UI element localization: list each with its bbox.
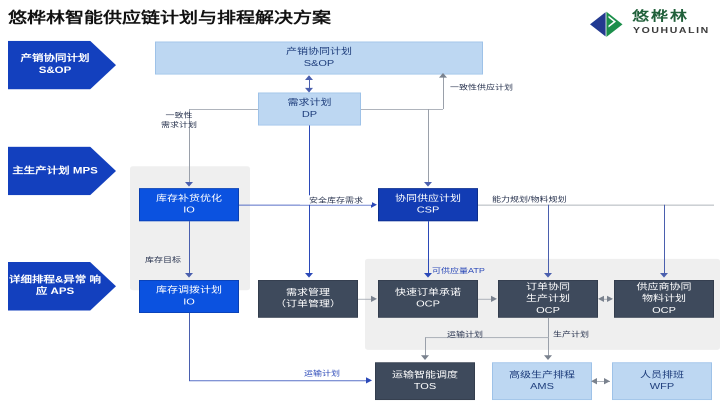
edge-supply-riser bbox=[443, 75, 444, 110]
edge-alloc-drop bbox=[189, 312, 190, 381]
edge-io-to-csp bbox=[239, 204, 372, 206]
node-dp[interactable]: 需求计划 DP bbox=[258, 92, 361, 126]
node-ocp-production-plan[interactable]: 订单协同 生产计划 OCP bbox=[498, 280, 598, 318]
arrow-dp-to-csp-icon bbox=[424, 181, 432, 187]
arrow-transport-plan-left-icon bbox=[366, 377, 372, 384]
arrow-ams-to-wfp-icon bbox=[604, 378, 610, 385]
edge-dp-right bbox=[361, 109, 443, 110]
node-wfp[interactable]: 人员排班 WFP bbox=[612, 362, 712, 401]
arrow-sop-up-icon bbox=[305, 75, 313, 81]
arrow-consistent-supply-up-icon bbox=[439, 72, 447, 78]
edge-ocp-order-to-prod bbox=[478, 298, 492, 300]
arrow-ocp-order-to-prod-icon bbox=[491, 295, 497, 302]
arrow-prod-to-supplier-icon bbox=[607, 295, 613, 302]
edge-capacity-to-supplier bbox=[664, 204, 665, 275]
arrow-production-plan-icon bbox=[544, 355, 552, 361]
band-mps[interactable]: 主生产计划 MPS bbox=[8, 146, 116, 196]
edge-io-replen-to-alloc bbox=[189, 221, 190, 275]
node-ocp-order-commitment[interactable]: 快速订单承诺 OCP bbox=[378, 280, 478, 318]
arrow-dp-down-icon bbox=[305, 87, 313, 93]
edge-label-inventory-target: 库存目标 bbox=[137, 254, 189, 265]
arrow-demand-to-ocp-order-icon bbox=[371, 295, 377, 302]
edge-label-transport-plan-left: 运输计划 bbox=[303, 369, 340, 378]
edge-label-transport-plan-top: 运输计划 bbox=[446, 330, 483, 339]
logo-english-text: YOUHUALIN bbox=[633, 25, 710, 36]
edge-dp-left bbox=[189, 109, 258, 110]
arrow-capacity-to-prod-icon bbox=[544, 272, 552, 278]
edge-demand-to-ocp-order bbox=[358, 298, 372, 300]
edge-label-production-plan: 生产计划 bbox=[553, 330, 590, 339]
node-csp[interactable]: 协同供应计划 CSP bbox=[378, 188, 478, 222]
edge-prod-rail bbox=[425, 337, 548, 339]
edge-demand-drop bbox=[189, 109, 190, 184]
logo-chinese-text: 悠桦林 bbox=[632, 8, 689, 24]
node-tos[interactable]: 运输智能调度 TOS bbox=[375, 362, 475, 401]
edge-csp-capacity-rail bbox=[478, 204, 714, 206]
band-sop[interactable]: 产销协同计划 S&OP bbox=[8, 40, 116, 90]
edge-rail-to-ams bbox=[548, 337, 549, 357]
arrow-wfp-to-ams-icon bbox=[591, 378, 597, 385]
edge-sop-dp bbox=[309, 76, 310, 92]
edge-alloc-to-tos bbox=[189, 380, 367, 382]
edge-prod-down bbox=[548, 317, 549, 338]
arrow-safety-stock-icon bbox=[371, 201, 377, 208]
arrow-transport-plan-top-icon bbox=[421, 355, 429, 361]
node-io-allocation[interactable]: 库存调拨计划 IO bbox=[139, 280, 239, 313]
edge-label-capacity-material: 能力规划/物料规划 bbox=[492, 195, 567, 204]
edge-label-consistent-supply: 一致性供应计划 bbox=[450, 83, 514, 91]
band-aps[interactable]: 详细排程&异常 响应 APS bbox=[8, 261, 116, 311]
edge-ams-wfp bbox=[594, 381, 610, 382]
edge-label-consistent-demand: 一致性 需求计划 bbox=[160, 111, 197, 129]
edge-rail-to-tos bbox=[425, 337, 426, 357]
edge-label-safety-stock: 安全库存需求 bbox=[300, 195, 372, 205]
arrow-dp-to-demand-mgmt-icon bbox=[305, 272, 313, 278]
arrow-atp-icon bbox=[424, 272, 432, 278]
edge-capacity-to-prod bbox=[548, 204, 549, 275]
node-io-replenishment[interactable]: 库存补货优化 IO bbox=[139, 188, 239, 222]
group-inventory bbox=[130, 166, 250, 291]
node-ocp-supplier-material[interactable]: 供应商协同 物料计划 OCP bbox=[614, 280, 714, 318]
page-title: 悠桦林智能供应链计划与排程解决方案 bbox=[8, 10, 332, 27]
edge-csp-to-ocp-order bbox=[428, 221, 429, 275]
arrow-consistent-demand-icon bbox=[185, 181, 193, 187]
node-ams[interactable]: 高级生产排程 AMS bbox=[492, 362, 592, 401]
edge-ocp-prod-to-supplier bbox=[600, 298, 612, 300]
brand-logo: 悠桦林 YOUHUALIN bbox=[586, 7, 720, 42]
edge-label-atp: 可供应量ATP bbox=[432, 266, 485, 275]
arrow-inventory-target-icon bbox=[185, 272, 193, 278]
node-demand-management[interactable]: 需求管理 （订单管理） bbox=[258, 280, 358, 318]
arrow-capacity-to-supplier-icon bbox=[660, 272, 668, 278]
arrow-supplier-to-prod-icon bbox=[598, 295, 604, 302]
node-sop[interactable]: 产销协同计划 S&OP bbox=[155, 41, 483, 75]
youhualin-diamond-logo-icon bbox=[588, 10, 624, 39]
edge-dp-to-csp bbox=[428, 109, 429, 184]
